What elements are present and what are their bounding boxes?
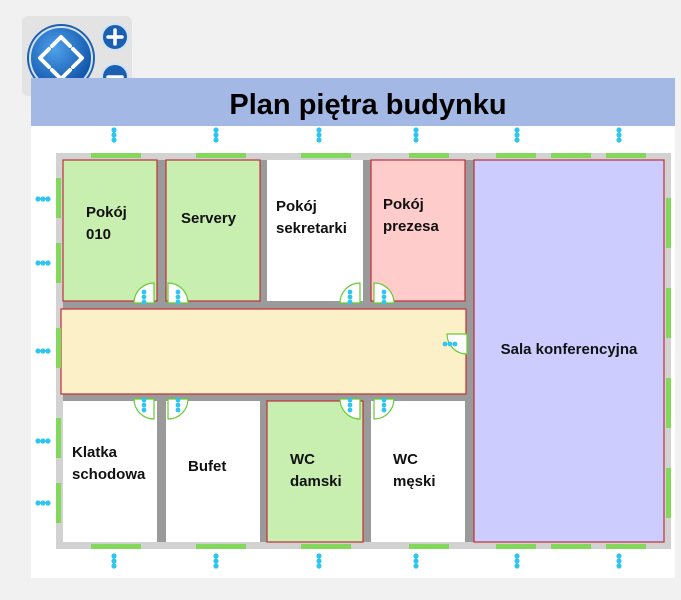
map-navigation-control [22, 16, 132, 96]
room-label-line: sekretarki [276, 220, 347, 237]
room-label-wc-meski: WC męski [393, 451, 436, 490]
windows [56, 153, 671, 549]
room-label-line: męski [393, 473, 436, 490]
room-pokoj-010[interactable] [62, 159, 158, 302]
room-label-line: schodowa [72, 466, 146, 483]
room-label-wc-damski: WC damski [290, 451, 342, 490]
room-label-pokoj-010: Pokój 010 [86, 204, 131, 243]
room-label-line: Klatka [72, 444, 118, 461]
room-label-line: 010 [86, 226, 111, 243]
room-label-bufet: Bufet [188, 458, 226, 475]
plan-title: Plan piętra budynku [229, 89, 506, 121]
room-label-line: Pokój [383, 196, 424, 213]
room-servery[interactable] [165, 159, 261, 302]
room-pokoj-sekretarki[interactable] [267, 160, 363, 301]
title-bar [31, 78, 675, 126]
room-label-line: Bufet [188, 458, 226, 475]
room-label-line: prezesa [383, 218, 440, 235]
room-label-line: Servery [181, 210, 237, 227]
room-label-servery: Servery [181, 210, 237, 227]
room-label-line: WC [393, 451, 418, 468]
map-navigation-svg [27, 23, 129, 92]
room-label-line: Pokój [86, 204, 127, 221]
room-wc-meski[interactable] [371, 401, 465, 542]
room-label-line: Sala konferencyjna [501, 341, 638, 358]
pan-arrows-icon[interactable] [27, 24, 95, 92]
plus-icon [106, 28, 124, 46]
room-corridor[interactable] [60, 308, 467, 395]
room-label-line: damski [290, 473, 342, 490]
room-label-pokoj-sekretarki: Pokój sekretarki [276, 198, 347, 237]
room-label-line: WC [290, 451, 315, 468]
room-label-klatka-schodowa: Klatka schodowa [72, 444, 146, 483]
zoom-in-button[interactable] [101, 23, 129, 51]
room-label-pokoj-prezesa: Pokój prezesa [383, 196, 440, 235]
room-bufet[interactable] [166, 401, 260, 542]
floor-plan-map: Plan piętra budynku [31, 78, 675, 578]
room-klatka-schodowa[interactable] [63, 401, 157, 542]
room-wc-damski[interactable] [266, 400, 364, 543]
room-pokoj-prezesa[interactable] [370, 159, 466, 302]
sensors [35, 127, 622, 569]
room-label-sala-konferencyjna: Sala konferencyjna [501, 341, 638, 358]
room-label-line: Pokój [276, 198, 317, 215]
room-sala-konferencyjna[interactable] [473, 159, 665, 543]
